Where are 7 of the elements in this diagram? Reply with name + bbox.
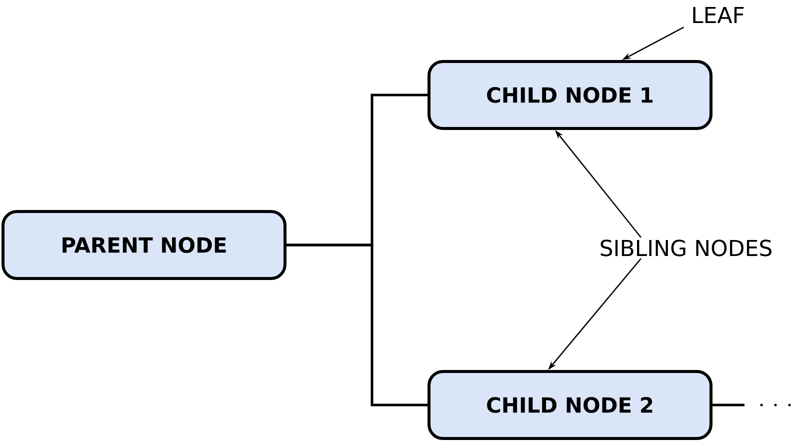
- connector-line: [286, 244, 428, 406]
- trailing-line: [712, 404, 744, 406]
- node-box: CHILD NODE 1: [428, 60, 712, 130]
- node-label: LEAF: [693, 6, 744, 24]
- node-box: CHILD NODE 2: [428, 370, 712, 440]
- node-label: SIBLING NODES: [600, 240, 772, 256]
- node-box: PARENT NODE: [2, 210, 286, 280]
